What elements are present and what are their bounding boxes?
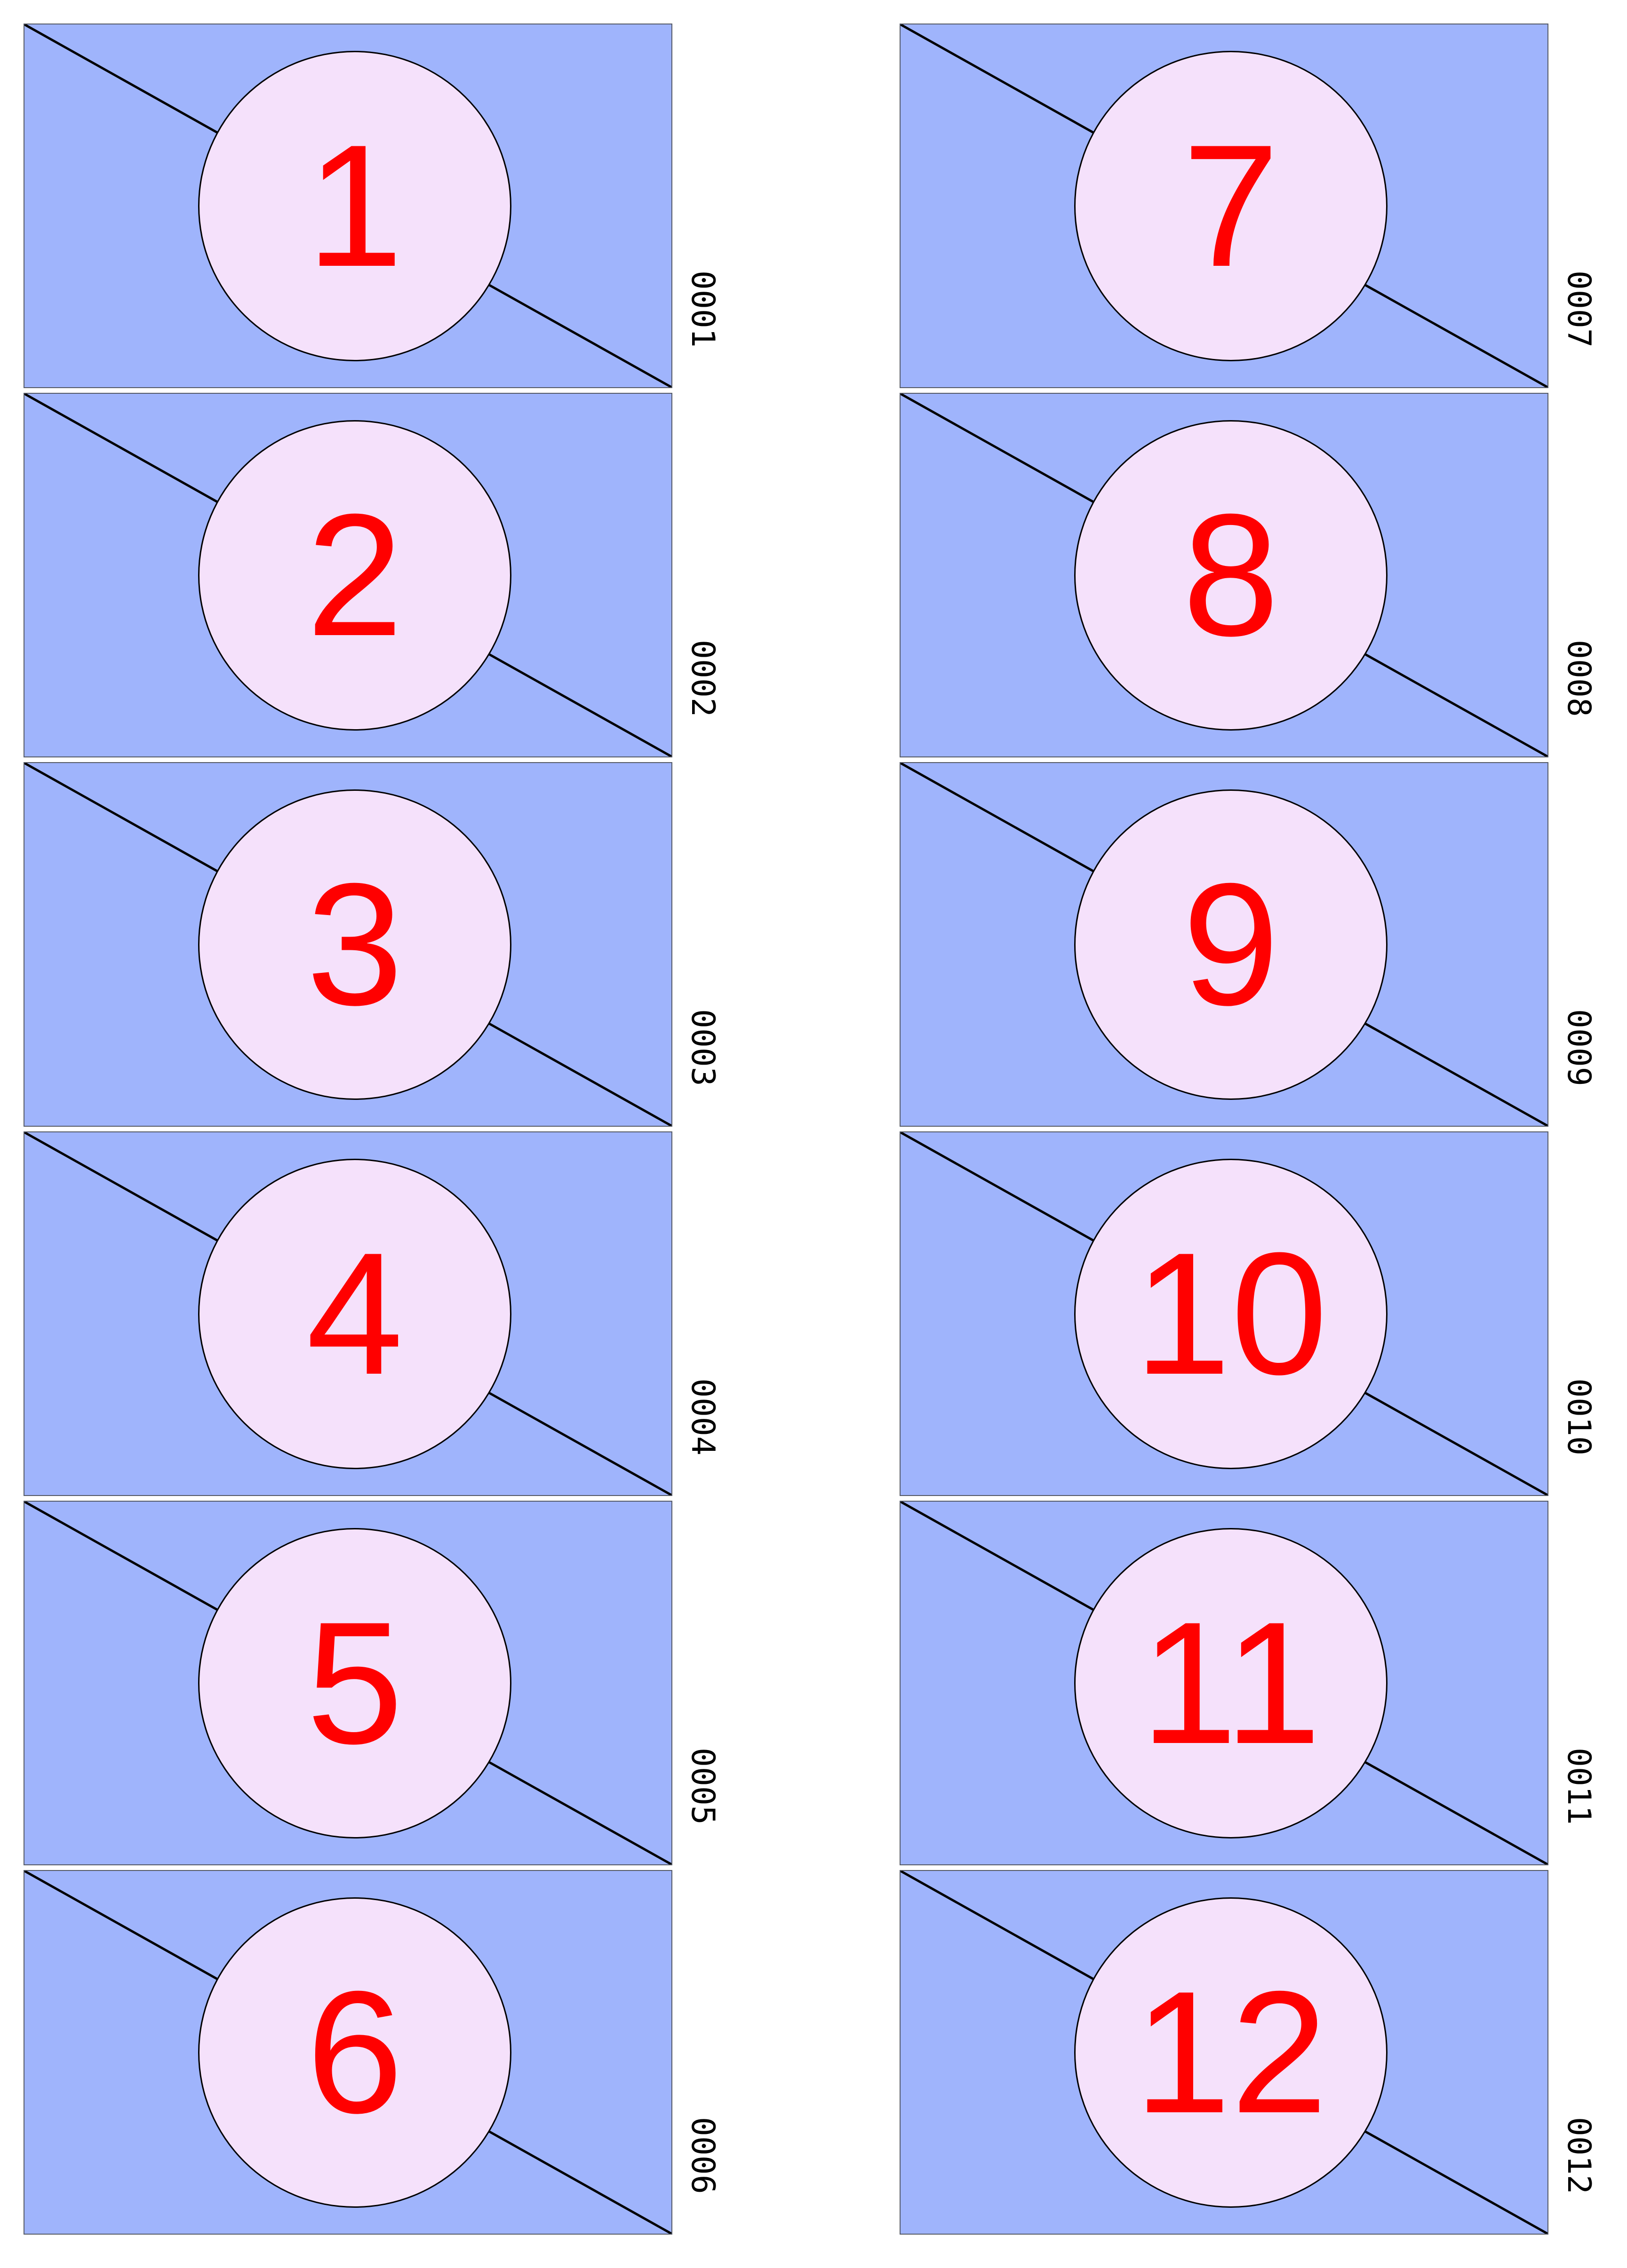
number-disc: 9 — [1074, 789, 1388, 1100]
card-10: 10 — [900, 1131, 1548, 1496]
card-code: 0002 — [684, 640, 721, 717]
number-disc: 7 — [1074, 51, 1388, 361]
card-number: 12 — [1134, 1955, 1328, 2149]
card-7: 7 — [900, 24, 1548, 388]
number-disc: 5 — [198, 1528, 511, 1838]
card-number: 11 — [1140, 1586, 1322, 1780]
card-code: 0012 — [1560, 2117, 1597, 2194]
card-6: 6 — [24, 1870, 672, 2235]
number-disc: 12 — [1074, 1897, 1388, 2208]
card-code: 0009 — [1560, 1009, 1597, 1086]
number-disc: 2 — [198, 420, 511, 731]
number-disc: 4 — [198, 1159, 511, 1469]
number-disc: 8 — [1074, 420, 1388, 731]
card-number: 6 — [306, 1955, 403, 2149]
card-11: 11 — [900, 1501, 1548, 1865]
card-code: 0007 — [1560, 271, 1597, 348]
card-number: 1 — [306, 109, 403, 303]
number-disc: 3 — [198, 789, 511, 1100]
card-1: 1 — [24, 24, 672, 388]
number-disc: 6 — [198, 1897, 511, 2208]
card-number: 7 — [1182, 109, 1279, 303]
card-code: 0003 — [684, 1009, 721, 1086]
card-number: 10 — [1134, 1217, 1328, 1411]
card-number: 8 — [1182, 478, 1279, 672]
card-8: 8 — [900, 393, 1548, 757]
card-code: 0006 — [684, 2117, 721, 2194]
card-9: 9 — [900, 762, 1548, 1127]
number-disc: 11 — [1074, 1528, 1388, 1838]
card-number: 3 — [306, 847, 403, 1042]
card-5: 5 — [24, 1501, 672, 1865]
card-code: 0010 — [1560, 1378, 1597, 1456]
card-number: 2 — [306, 478, 403, 672]
card-code: 0008 — [1560, 640, 1597, 717]
card-code: 0005 — [684, 1748, 721, 1825]
number-disc: 1 — [198, 51, 511, 361]
card-number: 9 — [1182, 847, 1279, 1042]
card-code: 0011 — [1560, 1748, 1597, 1825]
card-12: 12 — [900, 1870, 1548, 2235]
number-disc: 10 — [1074, 1159, 1388, 1469]
card-number: 4 — [306, 1217, 403, 1411]
card-number: 5 — [306, 1586, 403, 1780]
card-code: 0004 — [684, 1378, 721, 1456]
card-2: 2 — [24, 393, 672, 757]
card-3: 3 — [24, 762, 672, 1127]
card-code: 0001 — [684, 271, 721, 348]
card-4: 4 — [24, 1131, 672, 1496]
